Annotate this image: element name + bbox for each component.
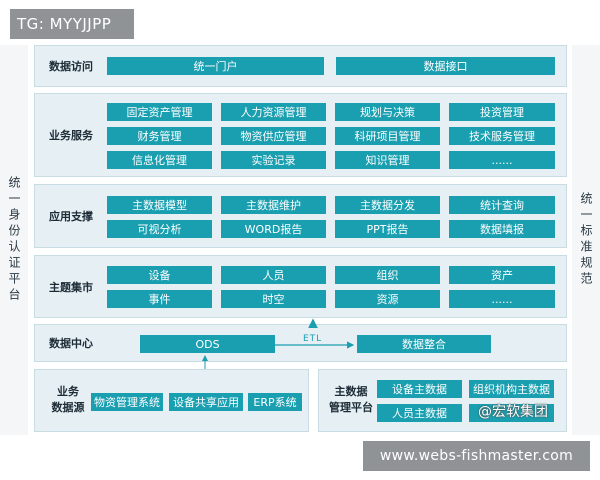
box-theme-item: 资产 xyxy=(449,266,555,284)
box-business-item: 人力资源管理 xyxy=(221,103,326,121)
etl-label: ETL xyxy=(303,334,323,344)
box-theme-item: 组织 xyxy=(335,266,440,284)
box-support-item: 统计查询 xyxy=(449,196,555,214)
row-app-support: 应用支撑 主数据模型 主数据维护 主数据分发 统计查询 可视分析 WORD报告 … xyxy=(34,184,567,248)
box-business-item: 规划与决策 xyxy=(335,103,440,121)
row-label-business: 业务服务 xyxy=(49,129,93,142)
box-support-item: 主数据模型 xyxy=(107,196,212,214)
box-business-item: 知识管理 xyxy=(335,151,440,169)
box-business-item: 技术服务管理 xyxy=(449,127,555,145)
right-side-label: 统一标准规范 xyxy=(579,192,593,288)
box-data-interface: 数据接口 xyxy=(336,57,555,75)
box-support-item: 主数据分发 xyxy=(335,196,440,214)
right-side-bar: 统一标准规范 xyxy=(572,45,600,435)
box-unified-portal: 统一门户 xyxy=(107,57,324,75)
box-support-item: WORD报告 xyxy=(221,220,326,238)
row-label-app-support: 应用支撑 xyxy=(49,210,93,223)
box-business-item: 物资供应管理 xyxy=(221,127,326,145)
row-data-access: 数据访问 统一门户 数据接口 xyxy=(34,45,567,87)
box-source-item: 物资管理系统 xyxy=(91,393,163,411)
box-theme-item: 设备 xyxy=(107,266,212,284)
sources-label-line: 业务 xyxy=(57,385,79,398)
left-side-label: 统一身份认证平台 xyxy=(7,176,21,304)
box-business-item: ...... xyxy=(449,151,555,169)
box-business-item: 财务管理 xyxy=(107,127,212,145)
box-business-item: 投资管理 xyxy=(449,103,555,121)
row-data-center: 数据中心 ODS 数据整合 xyxy=(34,324,567,362)
box-business-item: 信息化管理 xyxy=(107,151,212,169)
box-theme-item: 人员 xyxy=(221,266,326,284)
box-theme-item: ...... xyxy=(449,290,555,308)
sources-label-line: 数据源 xyxy=(51,401,85,414)
box-source-item: 设备共享应用 xyxy=(169,393,243,411)
row-label-data-access: 数据访问 xyxy=(49,60,93,73)
row-label-data-center: 数据中心 xyxy=(49,337,93,350)
row-theme-market: 主题集市 设备 人员 组织 资产 事件 时空 资源 ...... xyxy=(34,255,567,318)
panel-mdm-platform: 主数据 管理平台 设备主数据 组织机构主数据 人员主数据 xyxy=(318,369,567,432)
box-business-item: 科研项目管理 xyxy=(335,127,440,145)
box-support-item: 可视分析 xyxy=(107,220,212,238)
left-side-bar: 统一身份认证平台 xyxy=(0,45,28,435)
mdm-label: 主数据 管理平台 xyxy=(323,384,379,416)
box-mdm-item xyxy=(469,404,554,422)
box-source-item: ERP系统 xyxy=(248,393,302,411)
sources-label: 业务 数据源 xyxy=(43,384,93,416)
box-business-item: 实验记录 xyxy=(221,151,326,169)
box-theme-item: 资源 xyxy=(335,290,440,308)
box-support-item: 数据填报 xyxy=(449,220,555,238)
mdm-label-line: 管理平台 xyxy=(329,401,373,414)
box-mdm-item: 组织机构主数据 xyxy=(469,380,554,398)
row-business: 业务服务 固定资产管理 人力资源管理 规划与决策 投资管理 财务管理 物资供应管… xyxy=(34,93,567,177)
box-support-item: 主数据维护 xyxy=(221,196,326,214)
box-data-integration: 数据整合 xyxy=(357,335,491,353)
mdm-label-line: 主数据 xyxy=(334,385,368,398)
watermark-bottom: www.webs-fishmaster.com xyxy=(363,441,590,471)
box-mdm-item: 人员主数据 xyxy=(377,404,462,422)
watermark-top: TG: MYYJJPP xyxy=(10,9,134,39)
panel-business-sources: 业务 数据源 物资管理系统 设备共享应用 ERP系统 xyxy=(34,369,309,432)
box-theme-item: 时空 xyxy=(221,290,326,308)
box-ods: ODS xyxy=(140,335,275,353)
row-label-theme-market: 主题集市 xyxy=(49,280,93,294)
box-business-item: 固定资产管理 xyxy=(107,103,212,121)
box-theme-item: 事件 xyxy=(107,290,212,308)
brand-watermark: @宏软集团 xyxy=(478,404,548,420)
box-support-item: PPT报告 xyxy=(335,220,440,238)
box-mdm-item: 设备主数据 xyxy=(377,380,462,398)
